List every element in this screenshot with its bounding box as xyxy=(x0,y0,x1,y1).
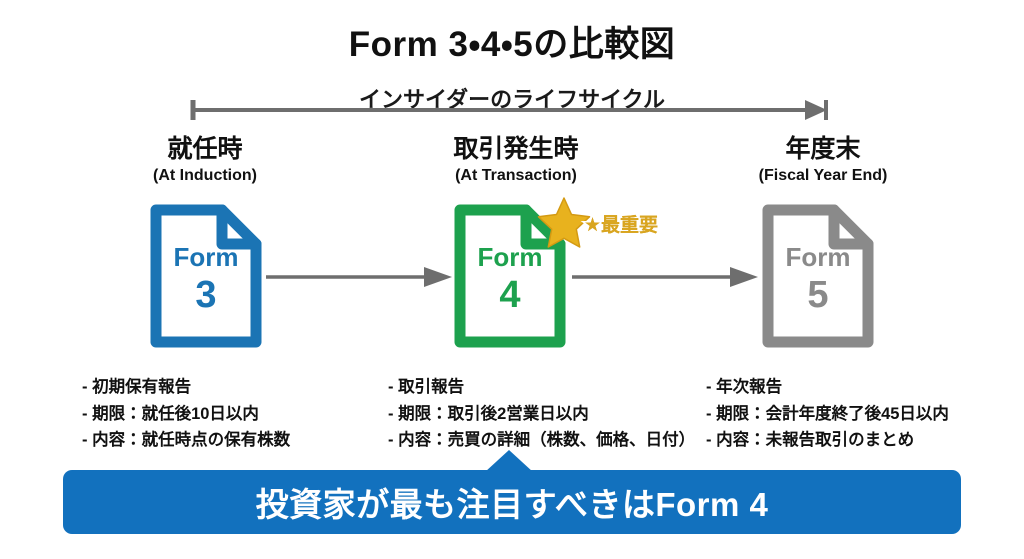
column-header-transaction: 取引発生時 (At Transaction) xyxy=(366,135,666,184)
document-outline-icon xyxy=(762,204,874,348)
column-header-jp: 就任時 xyxy=(167,135,243,163)
column-header-en: (At Transaction) xyxy=(455,166,577,184)
form-5-document-icon: Form 5 xyxy=(756,200,880,352)
connector-arrow-form4-to-form5-icon xyxy=(572,267,758,287)
form-3-document-icon: Form 3 xyxy=(144,200,268,352)
form-3-details: - 初期保有報告 - 期限：就任後10日以内 - 内容：就任時点の保有株数 xyxy=(82,374,290,454)
detail-line: - 初期保有報告 xyxy=(82,378,192,396)
column-header-fiscal-year-end: 年度末 (Fiscal Year End) xyxy=(673,135,973,184)
most-important-badge-text-outline: ★最重要 xyxy=(582,214,659,238)
column-header-en: (Fiscal Year End) xyxy=(758,166,888,184)
star-icon xyxy=(537,197,591,248)
page-title: Form 3・4・5の比較図 xyxy=(348,25,676,64)
lifecycle-label: インサイダーのライフサイクル xyxy=(358,87,666,112)
form-4-details: - 取引報告 - 期限：取引後2営業日以内 - 内容：売買の詳細（株数、価格、日… xyxy=(388,374,695,454)
detail-line: - 期限：取引後2営業日以内 xyxy=(388,404,589,423)
column-header-induction: 就任時 (At Induction) xyxy=(55,135,355,184)
form-5-details: - 年次報告 - 期限：会計年度終了後45日以内 - 内容：未報告取引のまとめ xyxy=(706,374,949,454)
conclusion-banner-text: 投資家が最も注目すべきはForm 4 xyxy=(255,486,769,523)
column-header-jp: 取引発生時 xyxy=(453,135,579,163)
column-header-en: (At Induction) xyxy=(153,166,257,184)
most-important-badge-text: ★最重要 xyxy=(584,215,659,236)
conclusion-banner: 投資家が最も注目すべきはForm 4 xyxy=(63,470,961,534)
lifecycle-arrow-icon xyxy=(190,100,828,120)
detail-line: - 取引報告 xyxy=(388,378,465,396)
detail-line: - 内容：未報告取引のまとめ xyxy=(706,431,915,450)
detail-line: - 期限：会計年度終了後45日以内 xyxy=(706,404,949,423)
banner-pointer xyxy=(485,450,533,472)
detail-line: - 内容：売買の詳細（株数、価格、日付） xyxy=(388,431,696,450)
detail-line: - 年次報告 xyxy=(706,378,783,396)
detail-line: - 期限：就任後10日以内 xyxy=(82,404,259,423)
column-header-jp: 年度末 xyxy=(785,135,861,163)
document-outline-icon xyxy=(150,204,262,348)
most-important-badge: ★最重要 ★最重要 xyxy=(536,196,676,248)
detail-line: - 内容：就任時点の保有株数 xyxy=(82,431,291,450)
connector-arrow-form3-to-form4-icon xyxy=(266,267,452,287)
